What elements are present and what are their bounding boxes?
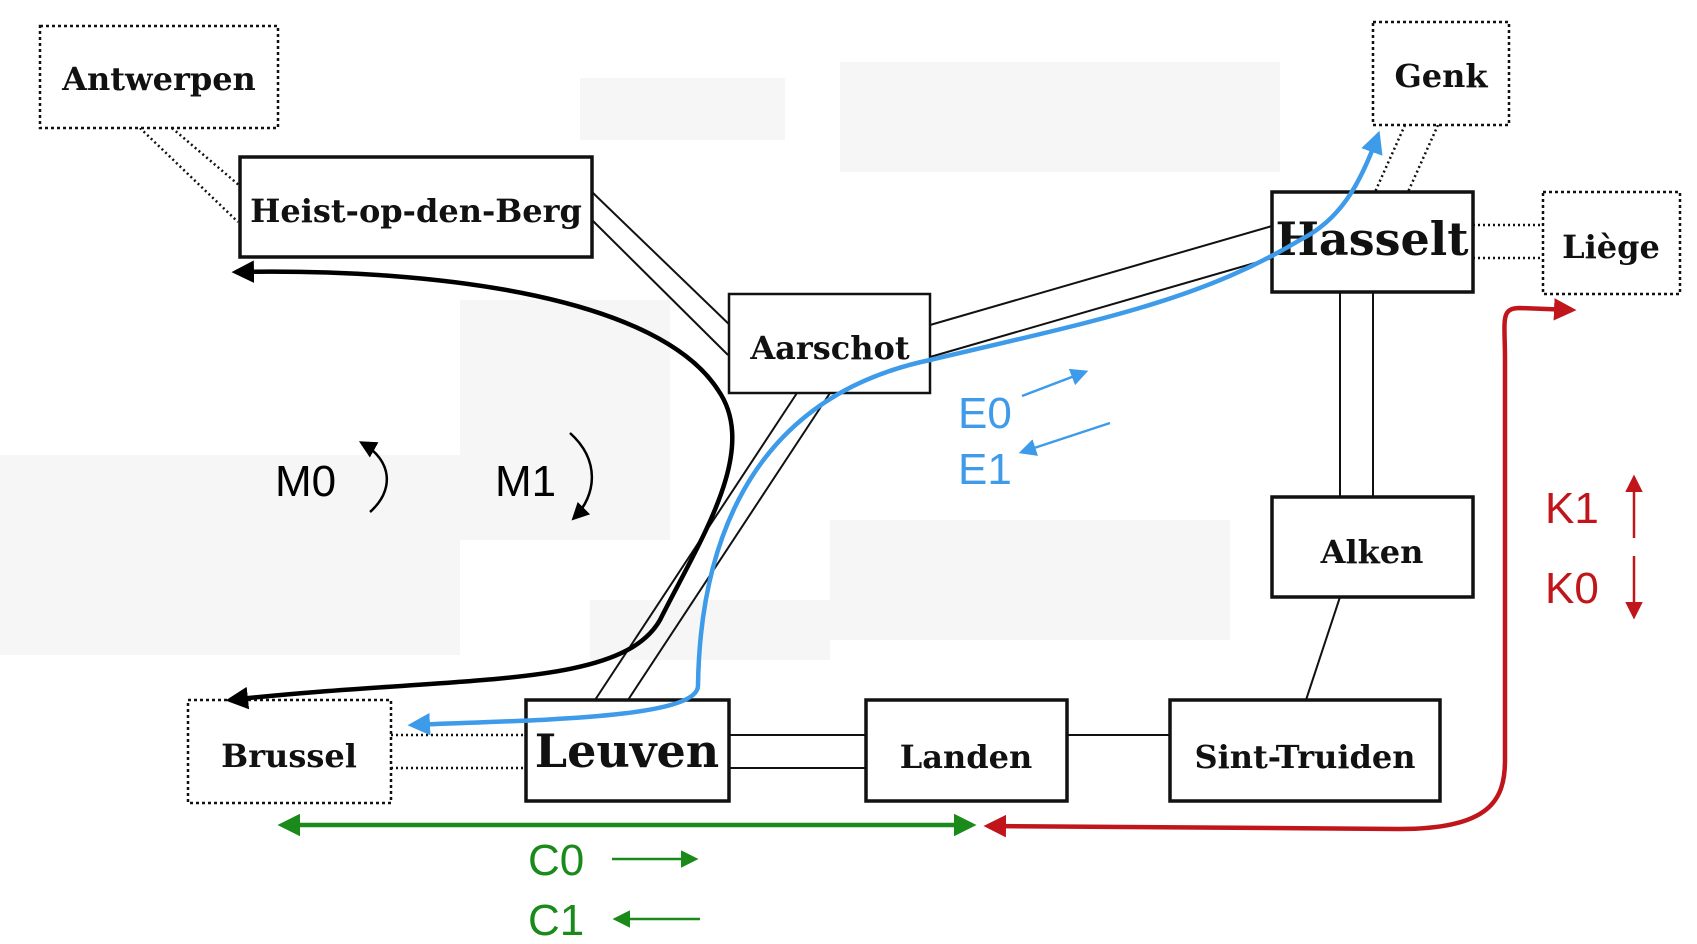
station-label-sinttruiden: Sint-Truiden — [1194, 738, 1415, 776]
station-label-genk: Genk — [1394, 57, 1488, 95]
arrow-m0 — [358, 441, 388, 513]
label-k1: K1 — [1545, 484, 1599, 533]
station-label-heist: Heist-op-den-Berg — [250, 192, 582, 230]
label-m0: M0 — [275, 457, 336, 506]
arrow-e0 — [1021, 368, 1089, 398]
station-box-antwerpen — [38, 24, 280, 130]
station-label-antwerpen: Antwerpen — [61, 60, 256, 98]
arrow-e1 — [1018, 421, 1111, 456]
label-k0: K0 — [1545, 564, 1599, 613]
direction-labels: M0 M1 E0 E1 K1 K0 C0 C1 — [275, 368, 1643, 944]
background-patches — [0, 62, 1280, 660]
route-k-line — [983, 298, 1577, 838]
station-box-liege — [1541, 190, 1682, 296]
route-e-line — [407, 130, 1383, 736]
station-label-aarschot: Aarschot — [749, 329, 910, 367]
label-e0: E0 — [958, 389, 1012, 438]
station-label-alken: Alken — [1320, 533, 1424, 571]
arrow-m1 — [569, 432, 593, 521]
station-label-brussel: Brussel — [221, 737, 357, 775]
station-box-genk — [1371, 20, 1511, 127]
external-stations — [38, 20, 1682, 805]
label-c0: C0 — [528, 836, 584, 885]
station-label-liege: Liège — [1562, 228, 1660, 266]
label-e1: E1 — [958, 445, 1012, 494]
station-label-landen: Landen — [900, 738, 1033, 776]
label-m1: M1 — [495, 457, 556, 506]
label-c1: C1 — [528, 896, 584, 944]
station-label-leuven: Leuven — [535, 724, 720, 778]
station-box-brussel — [186, 698, 393, 805]
